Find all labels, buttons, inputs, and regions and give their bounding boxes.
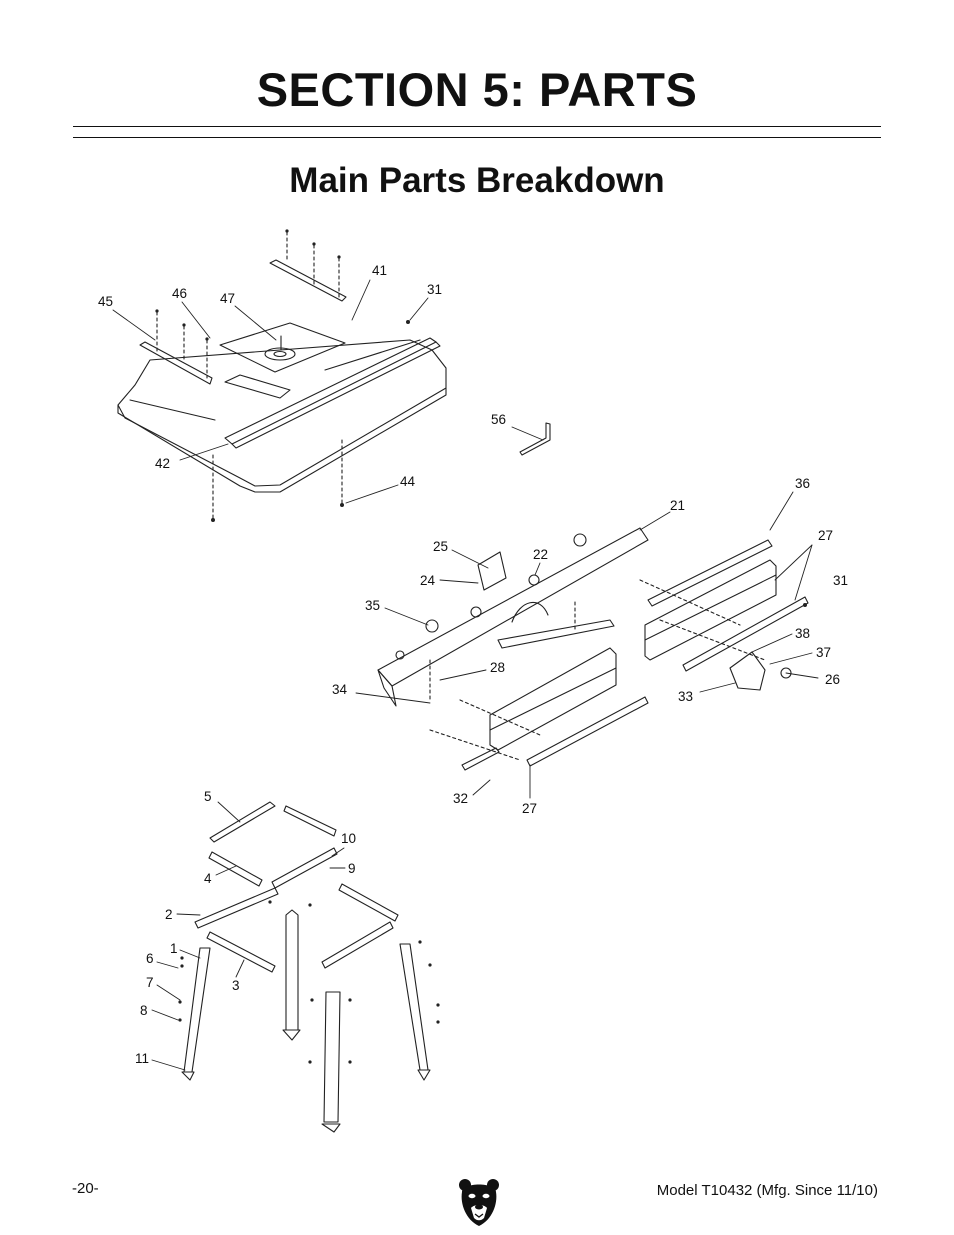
callout-label: 4: [204, 871, 212, 886]
model-info: Model T10432 (Mfg. Since 11/10): [656, 1182, 878, 1199]
callout-label: 25: [433, 539, 448, 554]
page-subtitle: Main Parts Breakdown: [289, 161, 665, 200]
callout-label: 9: [348, 861, 356, 876]
callout-label: 27: [818, 528, 833, 543]
callout-label: 42: [155, 456, 170, 471]
table-top-assembly: [117, 259, 447, 493]
knobs: [395, 533, 792, 679]
section-title: SECTION 5: PARTS: [256, 63, 698, 116]
callout-label: 56: [491, 412, 506, 427]
fastener-lines-fence: [429, 579, 766, 761]
callout-label: 33: [678, 689, 693, 704]
callout-label: 35: [365, 598, 380, 613]
callout-label: 28: [490, 660, 505, 675]
header-rule-top: [73, 126, 881, 127]
callout-label: 44: [400, 474, 416, 489]
callout-label: 37: [816, 645, 831, 660]
callout-label: 46: [172, 286, 187, 301]
callout-label: 6: [146, 951, 154, 966]
leader-lines: [112, 279, 819, 1071]
callout-label: 5: [204, 789, 212, 804]
fence-assembly: [377, 527, 809, 771]
callout-label: 1: [170, 941, 178, 956]
callout-label: 2: [165, 907, 173, 922]
callout-label: 31: [427, 282, 442, 297]
callout-label: 41: [372, 263, 387, 278]
callout-label: 34: [332, 682, 348, 697]
callout-label: 10: [341, 831, 356, 846]
callout-label: 7: [146, 975, 154, 990]
header-rule-bottom: [73, 137, 881, 138]
callout-label: 47: [220, 291, 235, 306]
callout-label: 32: [453, 791, 468, 806]
callout-label: 36: [795, 476, 810, 491]
callout-label: 38: [795, 626, 810, 641]
fastener-lines-top: [156, 231, 343, 521]
callout-label: 26: [825, 672, 840, 687]
page-number: -20-: [72, 1180, 99, 1197]
hex-wrench: [519, 422, 551, 456]
callout-label: 45: [98, 294, 113, 309]
callout-label: 22: [533, 547, 548, 562]
callout-labels: 45 46 47 41 31 42 44 56 36 21 27 25 22 2…: [98, 263, 848, 1066]
callout-label: 24: [420, 573, 436, 588]
hardware-dots: [155, 229, 807, 1064]
stand-assembly: [181, 801, 431, 1133]
callout-label: 11: [135, 1051, 149, 1066]
callout-label: 8: [140, 1003, 148, 1018]
callout-label: 27: [522, 801, 537, 816]
callout-label: 31: [833, 573, 848, 588]
bear-head-icon: [459, 1179, 499, 1226]
callout-label: 21: [670, 498, 685, 513]
callout-label: 3: [232, 978, 240, 993]
